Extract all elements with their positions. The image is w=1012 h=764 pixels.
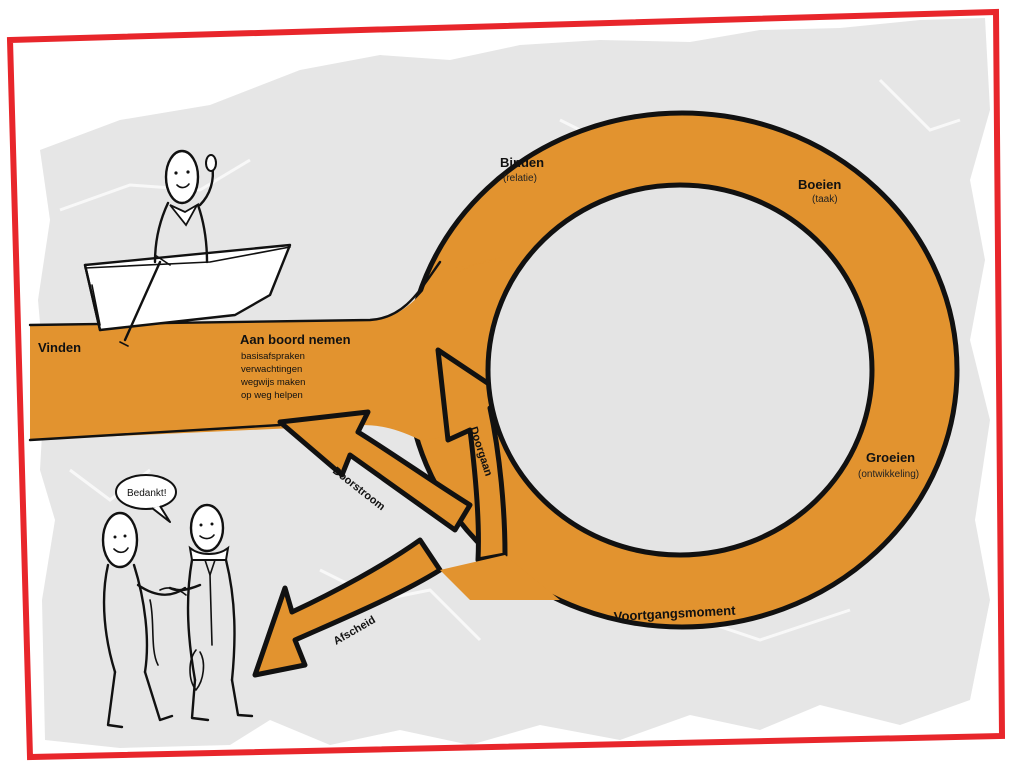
label-groeien-sub: (ontwikkeling) (858, 469, 919, 480)
leader-figure-icon (101, 511, 187, 729)
aan-boord-item: wegwijs maken (240, 377, 305, 388)
label-boeien: Boeien (798, 177, 841, 192)
label-groeien: Groeien (866, 450, 915, 465)
cycle-inner (485, 182, 875, 558)
aan-boord-item: basisafspraken (241, 351, 305, 362)
label-boeien-sub: (taak) (812, 194, 838, 205)
speech-bubble-icon: Bedankt! (115, 474, 177, 523)
afscheid-arrow (252, 537, 443, 678)
bubble-text: Bedankt! (127, 488, 166, 499)
label-aan-boord: Aan boord nemen (240, 332, 351, 347)
label-binden: Binden (500, 155, 544, 170)
entry-band (30, 260, 505, 440)
label-binden-sub: (relatie) (503, 173, 537, 184)
aan-boord-item: verwachtingen (241, 364, 302, 375)
boat-icon (83, 243, 292, 332)
doorstroom-arrow (277, 409, 473, 533)
scout-figure-icon (159, 503, 254, 722)
aan-boord-item: op weg helpen (241, 390, 303, 401)
red-frame (6, 8, 1006, 761)
label-voortgang: Voortgangsmoment (613, 603, 736, 624)
label-vinden: Vinden (38, 340, 81, 355)
rower-figure-icon (119, 149, 217, 347)
